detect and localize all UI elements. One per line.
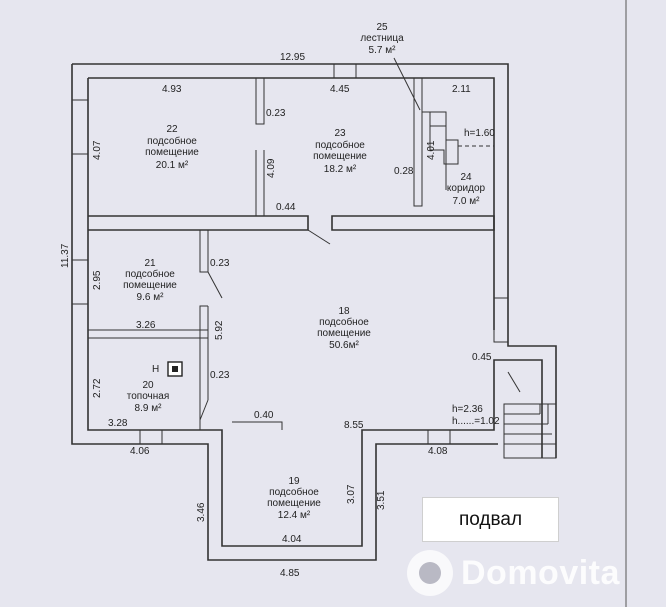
- window: [71, 259, 89, 305]
- dim-room23-partition: 4.09: [266, 158, 277, 178]
- room-21-label: 21 подсобное помещение 9.6 м²: [123, 258, 177, 303]
- svg-text:топочная: топочная: [127, 391, 170, 402]
- svg-text:25: 25: [376, 22, 388, 33]
- dim-room19-right: 3.51: [376, 490, 387, 510]
- dim-top-right: 2.11: [452, 84, 471, 95]
- svg-text:12.4 м²: 12.4 м²: [278, 510, 311, 521]
- stove-label: H: [152, 364, 159, 375]
- dim-room21-gap: 0.23: [210, 258, 230, 269]
- dim-room20-height: 2.72: [92, 378, 103, 398]
- room-18-label: 18 подсобное помещение 50.6м²: [317, 306, 371, 351]
- svg-text:23: 23: [334, 128, 346, 139]
- window: [71, 99, 89, 155]
- dim-room19-bottom: 4.85: [280, 568, 300, 579]
- room-19-label: 19 подсобное помещение 12.4 м²: [267, 476, 321, 521]
- svg-text:помещение: помещение: [145, 147, 199, 158]
- window: [427, 429, 451, 445]
- dim-left-total: 11.37: [60, 243, 71, 268]
- dim-room21-width: 3.26: [136, 320, 156, 331]
- dimension-labels: 12.95 4.93 4.45 2.11 0.23 4.07 4.09 4.01…: [60, 52, 492, 579]
- dim-partition-mid: 5.92: [214, 320, 225, 340]
- svg-text:21: 21: [144, 258, 156, 269]
- dim-room20-width: 3.28: [108, 418, 128, 429]
- room-24-label: 24 коридор 7.0 м²: [447, 172, 486, 207]
- watermark-text: Domovita: [461, 553, 620, 592]
- room-20-label: 20 топочная 8.9 м²: [127, 380, 170, 414]
- dim-top-total: 12.95: [280, 52, 305, 63]
- stair-height-label: h=1.60: [464, 128, 495, 139]
- outer-walls: [71, 63, 557, 561]
- svg-text:18: 18: [338, 306, 350, 317]
- svg-text:помещение: помещение: [123, 280, 177, 291]
- dim-bottom-right: 4.08: [428, 446, 448, 457]
- partitions: [88, 57, 521, 430]
- dim-room20-gap: 0.23: [210, 370, 230, 381]
- svg-text:подсобное: подсобное: [147, 135, 197, 147]
- dim-room19-inner: 3.07: [346, 484, 357, 504]
- svg-text:20: 20: [142, 380, 154, 391]
- dim-room21-height: 2.95: [92, 270, 103, 290]
- floor-label: подвал: [422, 497, 559, 542]
- dim-bottom-left: 4.06: [130, 446, 150, 457]
- entry-height-label: h=2.36: [452, 404, 483, 415]
- svg-text:подсобное: подсобное: [269, 486, 319, 498]
- svg-text:7.0 м²: 7.0 м²: [453, 196, 481, 207]
- svg-text:8.9 м²: 8.9 м²: [135, 403, 163, 414]
- staircase-room-25: [422, 111, 494, 190]
- svg-text:18.2 м²: 18.2 м²: [324, 164, 357, 175]
- entry-stairs: [503, 403, 557, 459]
- window: [493, 297, 509, 343]
- svg-text:коридор: коридор: [447, 183, 486, 194]
- dim-room19-left: 3.46: [196, 502, 207, 522]
- dim-room19-inner-bottom: 4.04: [282, 534, 302, 545]
- entry-height-label-2: h......=1.02: [452, 416, 500, 427]
- watermark-logo-icon: [407, 550, 453, 596]
- dim-top-mid: 4.45: [330, 84, 350, 95]
- svg-text:19: 19: [288, 476, 300, 487]
- svg-text:50.6м²: 50.6м²: [329, 340, 359, 351]
- svg-text:9.6 м²: 9.6 м²: [137, 292, 165, 303]
- svg-text:подсобное: подсобное: [315, 139, 365, 151]
- room-25-label: 25 лестница 5.7 м²: [360, 22, 404, 56]
- dim-stair-gap: 0.28: [394, 166, 414, 177]
- dim-partition-gap-top: 0.23: [266, 108, 286, 119]
- dim-room22-height: 4.07: [92, 140, 103, 160]
- svg-text:помещение: помещение: [267, 498, 321, 509]
- window: [139, 429, 163, 445]
- svg-text:подсобное: подсобное: [319, 316, 369, 328]
- room-22-label: 22 подсобное помещение 20.1 м²: [145, 124, 199, 171]
- stove-icon: [167, 361, 183, 377]
- svg-text:помещение: помещение: [317, 328, 371, 339]
- dim-bottom-gap: 0.40: [254, 410, 274, 421]
- svg-text:5.7 м²: 5.7 м²: [369, 45, 397, 56]
- dim-entry-gap: 0.45: [472, 352, 492, 363]
- dim-stair-partition: 4.01: [426, 140, 437, 160]
- dim-top-left: 4.93: [162, 84, 182, 95]
- dim-bottom-mid: 8.55: [344, 420, 364, 431]
- svg-text:подсобное: подсобное: [125, 268, 175, 280]
- svg-text:помещение: помещение: [313, 151, 367, 162]
- room-23-label: 23 подсобное помещение 18.2 м²: [313, 128, 367, 175]
- watermark: Domovita: [407, 548, 620, 598]
- window: [333, 63, 357, 79]
- svg-text:20.1 м²: 20.1 м²: [156, 160, 189, 171]
- dim-door-gap: 0.44: [276, 202, 296, 213]
- svg-text:22: 22: [166, 124, 178, 135]
- svg-text:лестница: лестница: [360, 33, 404, 44]
- svg-text:24: 24: [460, 172, 472, 183]
